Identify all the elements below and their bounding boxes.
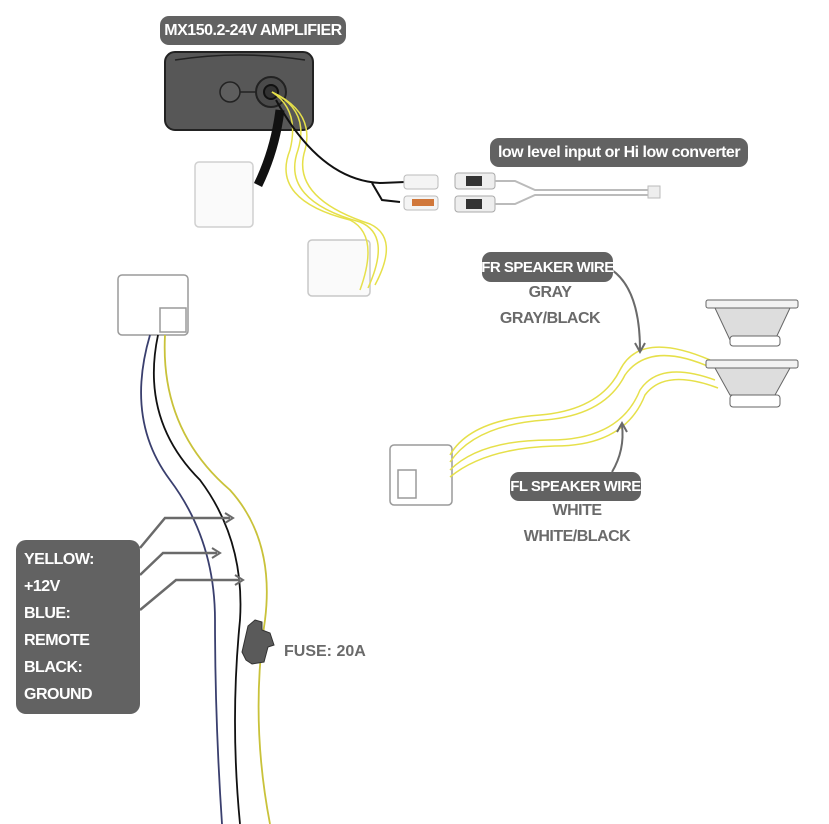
input-label: low level input or Hi low converter xyxy=(490,138,748,167)
rca-plugs xyxy=(403,172,661,213)
speaker-harness-connector xyxy=(389,444,453,506)
rca-cable xyxy=(275,99,406,203)
black-wire xyxy=(152,334,242,824)
fl-speaker-label: FL SPEAKER WIRE xyxy=(510,472,641,501)
power-wires xyxy=(140,334,271,824)
speaker-wires xyxy=(449,346,719,478)
fr-speaker-label: FR SPEAKER WIRE xyxy=(481,252,614,282)
power-line-yellow: YELLOW: +12V xyxy=(24,551,94,595)
speaker-pointer-arrows xyxy=(611,269,646,473)
power-line-black: BLACK: GROUND xyxy=(24,659,93,703)
speakers xyxy=(705,299,799,408)
power-harness-connector xyxy=(117,274,189,336)
amplifier-label: MX150.2-24V AMPLIFIER xyxy=(160,16,346,45)
yellow-wire xyxy=(163,334,271,824)
fuse-icon xyxy=(241,619,275,665)
power-line-blue: BLUE: REMOTE xyxy=(24,605,90,649)
fl-wire-color-2: WHITE/BLACK xyxy=(523,528,631,545)
blue-wire xyxy=(140,334,223,824)
fl-wire-color-1: WHITE xyxy=(552,502,602,519)
fr-wire-color-2: GRAY/BLACK xyxy=(499,310,601,327)
amp-speaker-wires xyxy=(271,91,388,291)
power-wire-legend: YELLOW: +12V BLUE: REMOTE BLACK: GROUND xyxy=(16,540,140,714)
fuse-label: FUSE: 20A xyxy=(284,643,366,660)
fr-wire-color-1: GRAY xyxy=(528,284,572,301)
amp-power-connector xyxy=(194,161,254,228)
main-harness-cable xyxy=(253,109,285,187)
amp-speaker-connector xyxy=(307,239,371,297)
power-pointer-arrows xyxy=(139,512,245,611)
